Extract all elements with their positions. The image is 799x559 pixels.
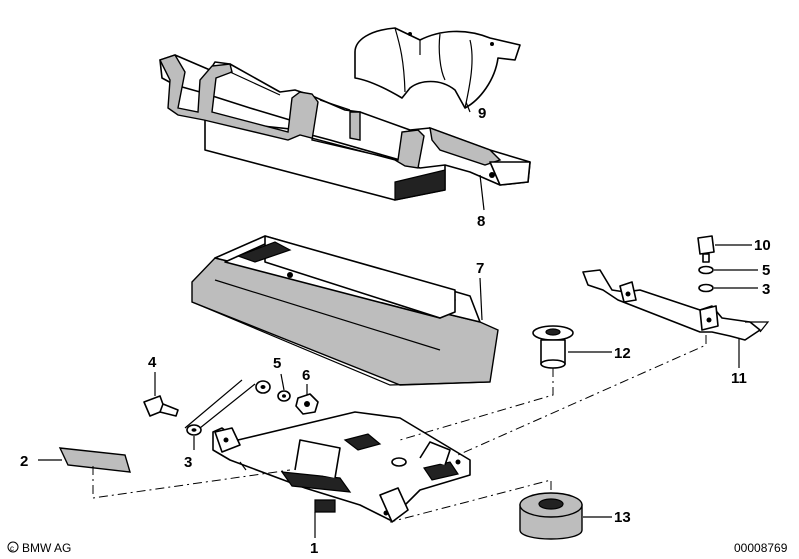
part-2-felt-pad — [58, 447, 131, 473]
callout-4: 4 — [148, 354, 157, 371]
callout-5-right: 5 — [762, 262, 770, 279]
bmw-copyright: c BMW AG — [7, 541, 71, 555]
assembly-line-bracket — [457, 335, 707, 456]
callout-13: 13 — [614, 509, 631, 526]
part-8-bracket — [159, 54, 531, 201]
leader-9 — [465, 101, 471, 113]
callout-3-right: 3 — [762, 281, 770, 298]
callout-3-left: 3 — [184, 454, 192, 471]
leader-7 — [479, 277, 483, 321]
callout-1: 1 — [310, 540, 318, 557]
callout-6: 6 — [302, 367, 310, 384]
part-3-washer-right — [698, 283, 714, 293]
callout-2: 2 — [20, 453, 28, 470]
part-6-nut — [295, 393, 319, 415]
brand-label: BMW AG — [22, 541, 71, 555]
svg-text:c: c — [10, 544, 14, 553]
part-12-grommet — [532, 325, 574, 369]
callout-12: 12 — [614, 345, 631, 362]
part-1-base-plate — [212, 411, 471, 523]
part-5-washer-left — [255, 380, 271, 394]
guide-lines-left — [184, 379, 256, 429]
part-9-cover — [354, 27, 521, 109]
part-5-lockwasher — [277, 390, 291, 402]
part-13-rubber-mount — [519, 492, 583, 540]
callout-9: 9 — [478, 105, 486, 122]
part-3-washer-left — [186, 424, 202, 436]
callout-8: 8 — [477, 213, 485, 230]
part-5-washer-right — [698, 265, 714, 275]
leader-5-left — [280, 373, 285, 391]
part-11-bracket — [582, 269, 770, 341]
callout-10: 10 — [754, 237, 771, 254]
assembly-line-grommet — [399, 368, 554, 441]
assembly-line-mount — [389, 479, 552, 523]
part-10-bolt — [697, 235, 715, 263]
part-4-bolt — [143, 395, 179, 417]
leader-8 — [479, 174, 485, 211]
callout-7: 7 — [476, 260, 484, 277]
callout-11: 11 — [731, 370, 747, 387]
callout-5-left: 5 — [273, 355, 281, 372]
part-7-housing — [191, 235, 499, 386]
drawing-number: 00008769 — [734, 541, 788, 555]
assembly-line-pad — [92, 466, 291, 499]
